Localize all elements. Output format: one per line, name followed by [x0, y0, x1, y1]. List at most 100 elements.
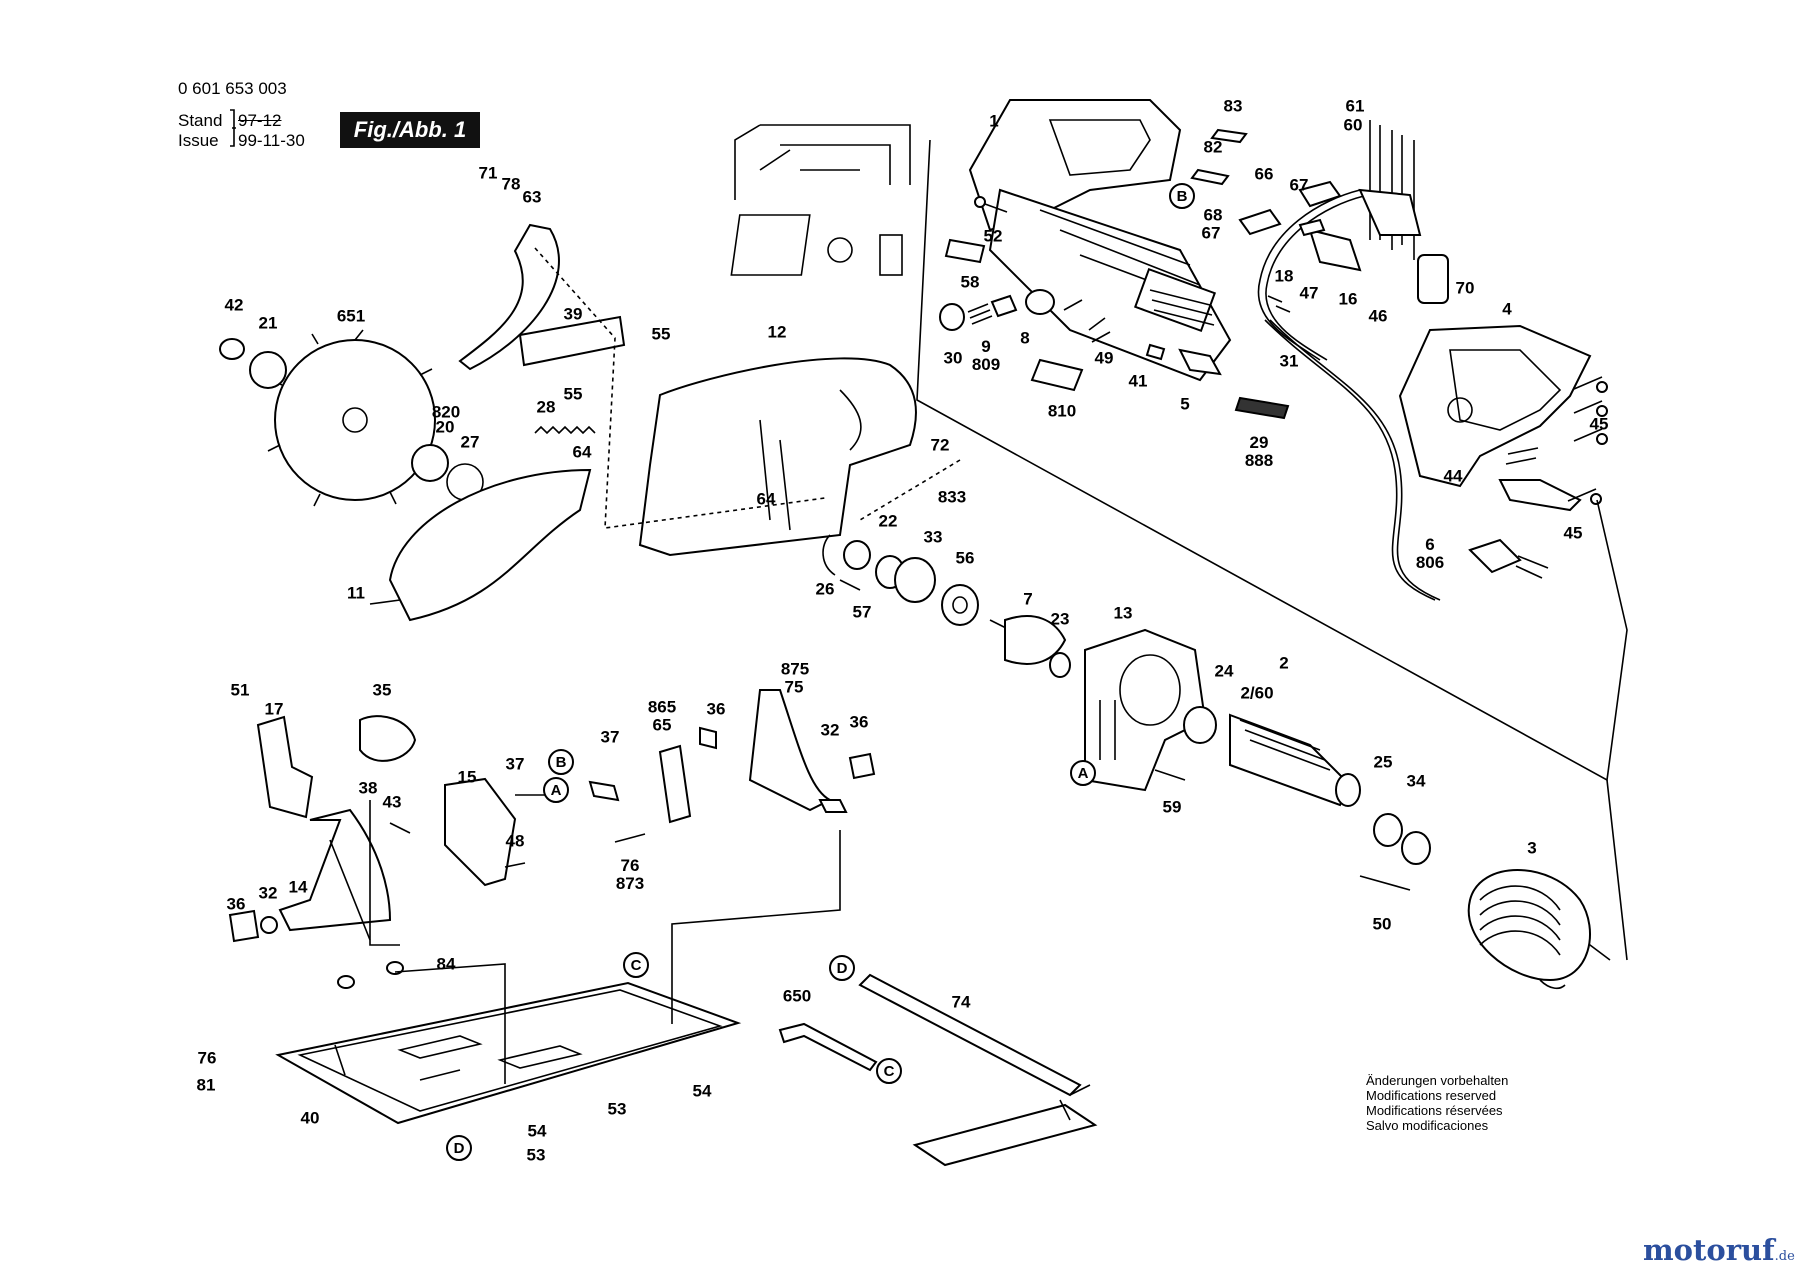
callout-46: 46	[1368, 306, 1388, 326]
ref-C-lower: C	[876, 1058, 902, 1084]
watermark-name: motoruf	[1643, 1233, 1775, 1267]
callout-2: 2	[1279, 653, 1289, 673]
callout-22: 22	[878, 511, 898, 531]
callout-45a: 45	[1589, 414, 1609, 434]
callout-83: 83	[1223, 96, 1243, 116]
ref-D-left: D	[446, 1135, 472, 1161]
callout-18: 18	[1274, 266, 1294, 286]
wiring-schematic	[730, 124, 911, 276]
callout-42: 42	[224, 295, 244, 315]
modification-notes: Änderungen vorbehalten Modifications res…	[1366, 1073, 1508, 1133]
callout-50: 50	[1372, 914, 1392, 934]
callout-65: 65	[652, 715, 672, 735]
callout-33: 33	[923, 527, 943, 547]
callout-72: 72	[930, 435, 950, 455]
callout-76-873: 76 873	[615, 856, 645, 893]
callout-74: 74	[951, 992, 971, 1012]
riving-knife	[458, 223, 560, 371]
callout-31: 31	[1279, 351, 1299, 371]
callout-51: 51	[230, 680, 250, 700]
base-plate-40	[275, 981, 742, 1125]
callout-54a: 54	[692, 1081, 712, 1101]
callout-12: 12	[767, 322, 787, 342]
callout-55a: 55	[651, 324, 671, 344]
callout-48: 48	[505, 831, 525, 851]
callout-2-60: 2/60	[1240, 683, 1274, 703]
label-58	[944, 238, 986, 264]
field-coil-3	[1467, 869, 1591, 990]
callout-13: 13	[1113, 603, 1133, 623]
callout-53b: 53	[526, 1145, 546, 1165]
part-number: 0 601 653 003	[178, 79, 287, 98]
figure-label: Fig./Abb. 1	[340, 112, 480, 148]
callout-58: 58	[960, 272, 980, 292]
callout-36a: 36	[706, 699, 726, 719]
callout-4: 4	[1502, 299, 1512, 319]
callout-28: 28	[536, 397, 556, 417]
plate-82	[1190, 168, 1230, 186]
issue-value: 99-11-30	[238, 131, 305, 150]
plate-83	[1210, 128, 1248, 144]
callout-810: 810	[1047, 401, 1077, 421]
callout-30: 30	[943, 348, 963, 368]
ref-B-upper: B	[1169, 183, 1195, 209]
callout-49: 49	[1094, 348, 1114, 368]
note-fr: Modifications réservées	[1366, 1103, 1503, 1118]
callout-3: 3	[1527, 838, 1537, 858]
motor-housing-1	[968, 99, 1232, 382]
callout-44: 44	[1443, 466, 1463, 486]
callout-40: 40	[300, 1108, 320, 1128]
callout-66: 66	[1254, 164, 1274, 184]
callout-25: 25	[1373, 752, 1393, 772]
depth-adjust-parts	[228, 715, 545, 989]
callout-70: 70	[1455, 278, 1475, 298]
label-810	[1030, 358, 1084, 392]
callout-36c: 36	[226, 894, 246, 914]
callout-67b: 67	[1201, 223, 1221, 243]
callout-35: 35	[372, 680, 392, 700]
callout-52: 52	[983, 226, 1003, 246]
callout-14: 14	[288, 877, 308, 897]
callout-63: 63	[522, 187, 542, 207]
callout-64b: 64	[756, 489, 776, 509]
callout-5: 5	[1180, 394, 1190, 414]
callout-833: 833	[937, 487, 967, 507]
callout-43: 43	[382, 792, 402, 812]
cable-group	[1238, 120, 1449, 601]
callout-8: 8	[1020, 328, 1030, 348]
stand-value: 97-12	[238, 111, 282, 130]
note-en: Modifications reserved	[1366, 1088, 1497, 1103]
screw-59	[1154, 769, 1186, 781]
mitre-parts	[588, 689, 876, 843]
upper-guard	[638, 357, 917, 557]
callout-875: 875	[780, 659, 810, 679]
watermark-logo: motoruf.de	[1643, 1233, 1795, 1267]
callout-650: 650	[782, 986, 812, 1006]
callout-820: 820	[431, 402, 461, 422]
callout-9-809: 9 809	[971, 337, 1001, 374]
ref-B-lower: B	[548, 749, 574, 775]
screw-50	[1359, 875, 1411, 891]
callout-651: 651	[336, 306, 366, 326]
lower-guard	[388, 468, 592, 622]
callout-36b: 36	[849, 712, 869, 732]
callout-38: 38	[358, 778, 378, 798]
ref-A-right: A	[1070, 760, 1096, 786]
callout-6-806: 6 806	[1415, 535, 1445, 572]
hex-key	[778, 1022, 878, 1072]
callout-11: 11	[347, 583, 365, 603]
callout-76: 76	[197, 1048, 217, 1068]
callout-41: 41	[1128, 371, 1148, 391]
callout-64a: 64	[572, 442, 592, 462]
callout-16: 16	[1338, 289, 1358, 309]
callout-15: 15	[457, 767, 477, 787]
note-es: Salvo modificaciones	[1366, 1118, 1489, 1133]
callout-71: 71	[478, 163, 498, 183]
callout-81: 81	[196, 1075, 216, 1095]
saw-blade	[267, 329, 445, 507]
callout-21: 21	[258, 313, 278, 333]
ref-A-lower: A	[543, 777, 569, 803]
mains-plug	[1468, 538, 1549, 579]
